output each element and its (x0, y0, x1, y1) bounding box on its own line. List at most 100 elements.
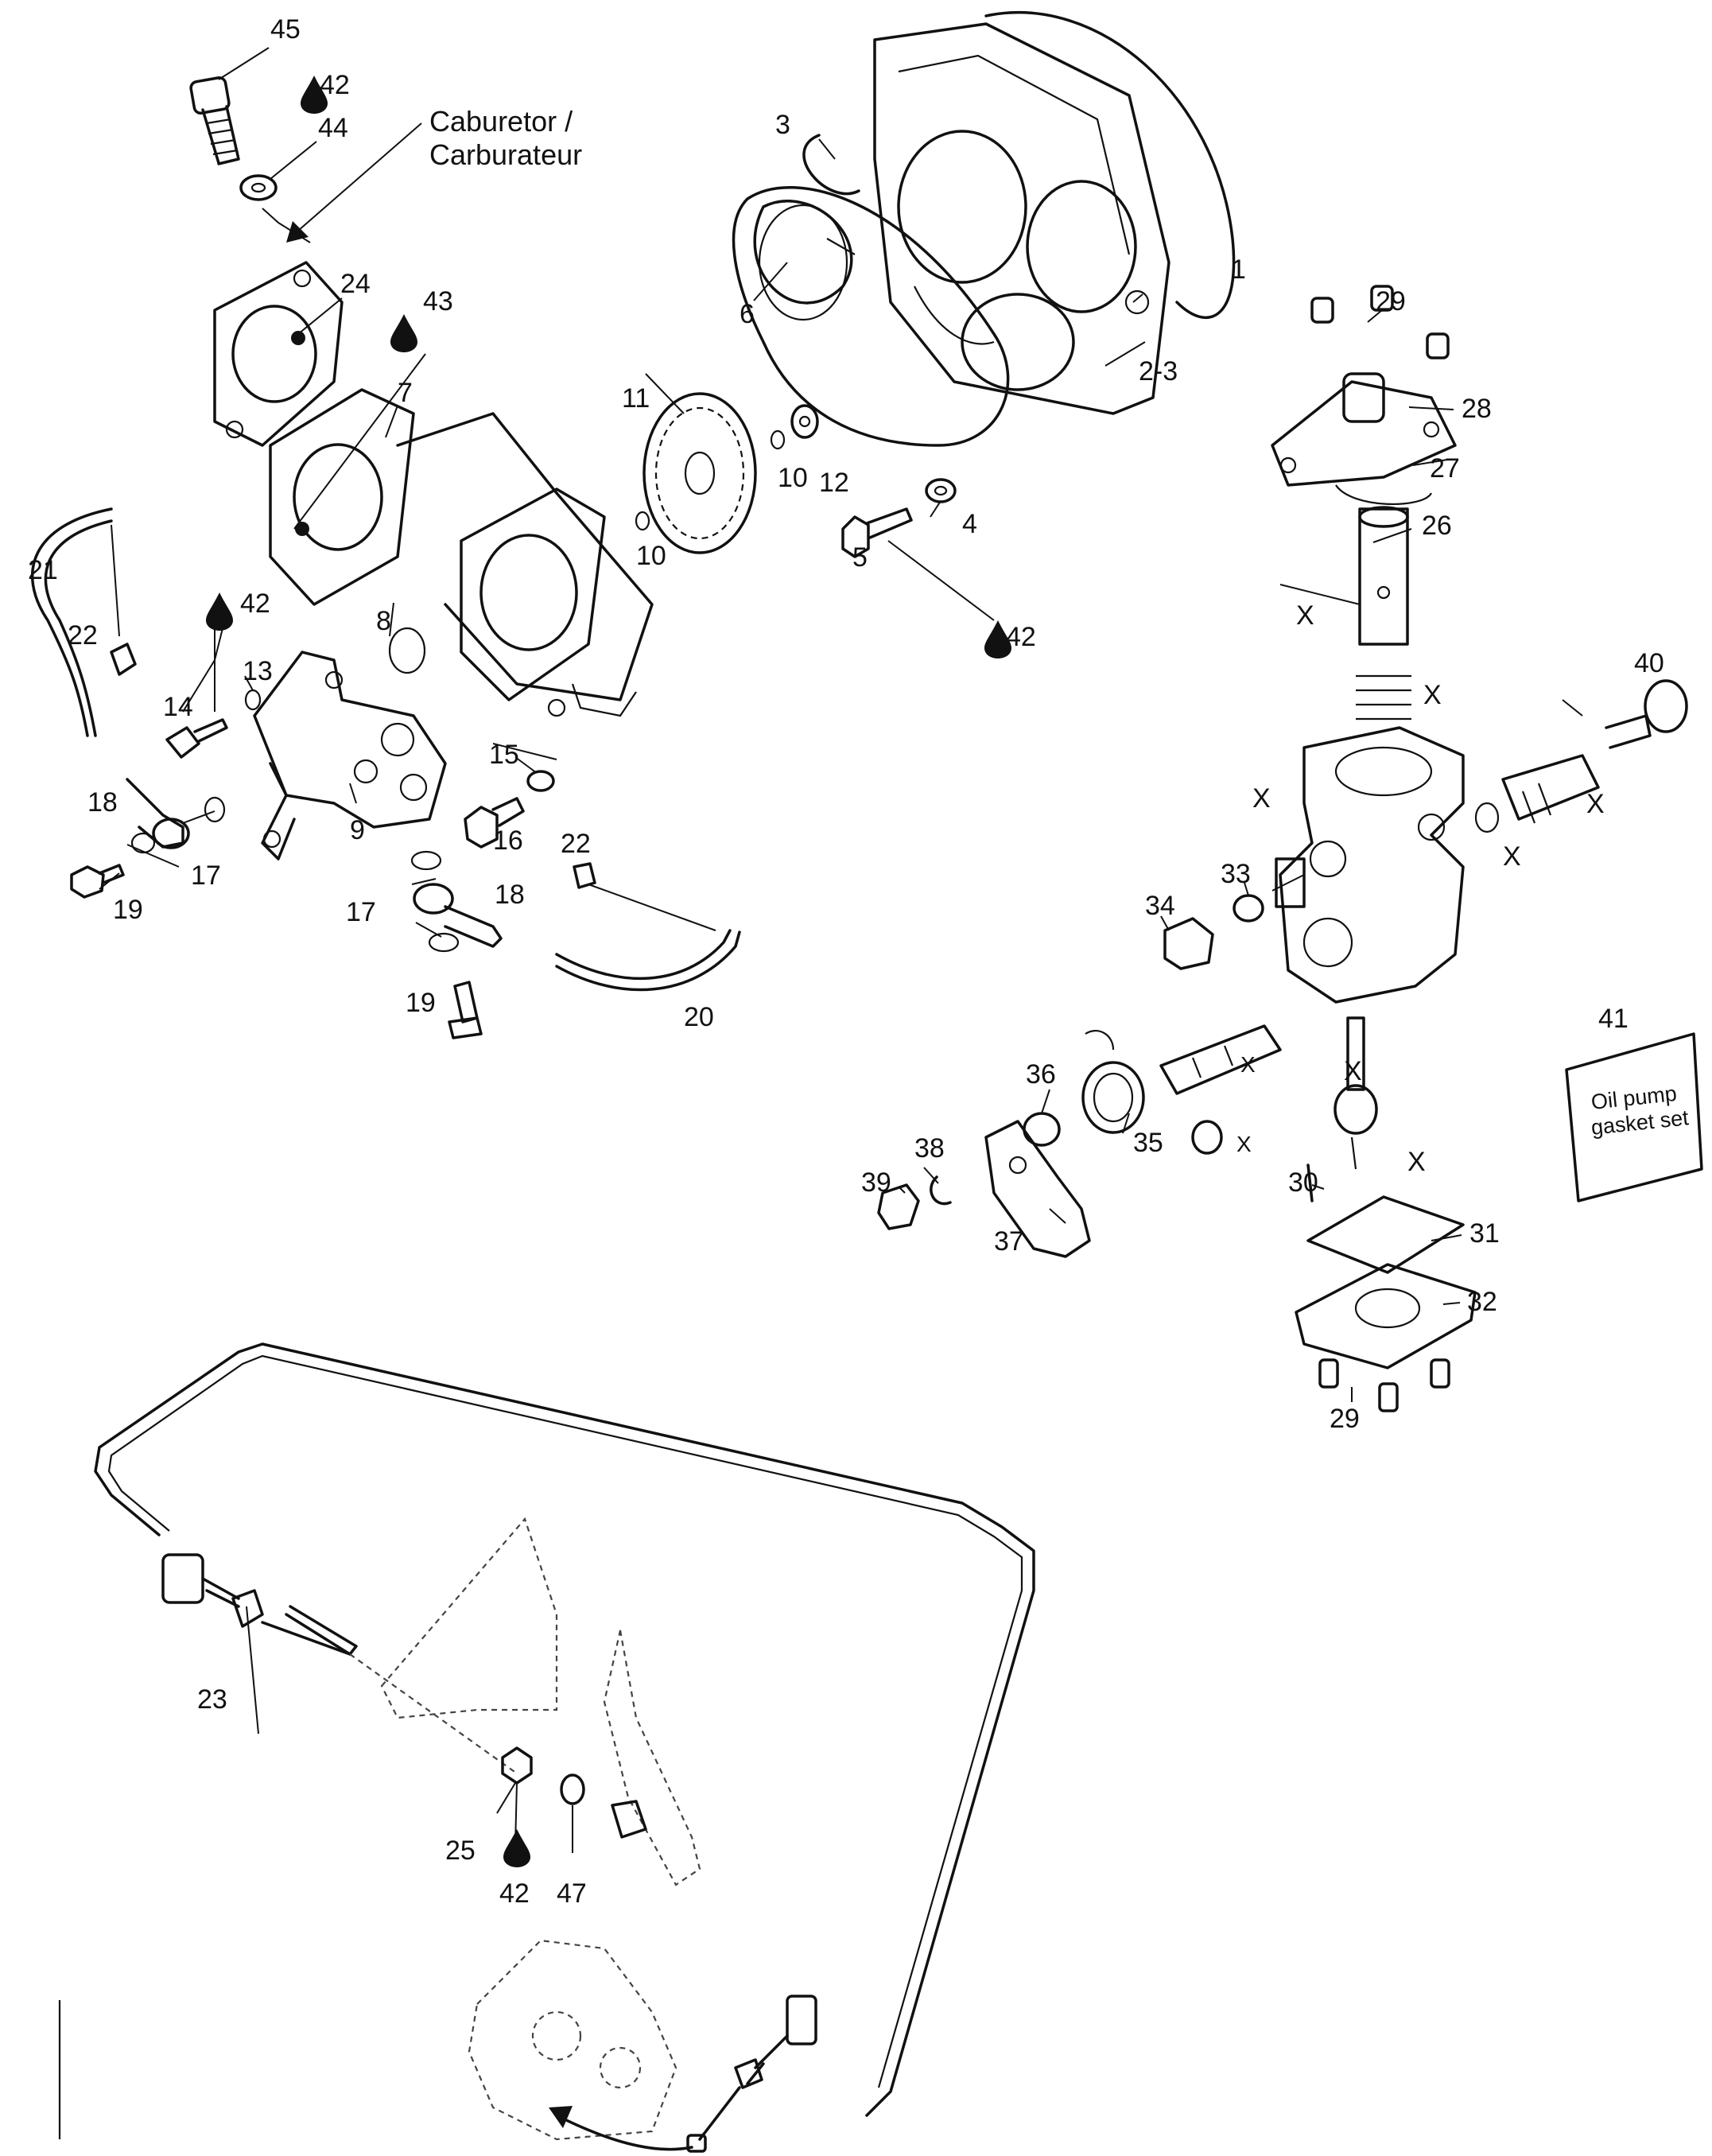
thread-locker-dots (291, 331, 309, 536)
label-4: 4 (962, 509, 977, 539)
label-20: 20 (684, 1002, 714, 1032)
part-3-6-gaskets (732, 134, 1010, 447)
label-9: 9 (350, 815, 365, 845)
throttle-lever-small (611, 1800, 647, 1839)
drive-shaft-gear (1333, 1016, 1378, 1170)
part-44-washer (239, 174, 278, 201)
part-27-o-ring (1335, 484, 1432, 506)
part-12-nut (635, 404, 819, 531)
cable-end (686, 1995, 817, 2153)
label-24: 24 (340, 269, 371, 299)
pump-body (1275, 726, 1465, 1004)
label-40: 40 (1634, 648, 1664, 678)
label-45: 45 (270, 14, 301, 45)
part-19-bolt-middle (448, 981, 483, 1039)
label-35: 35 (1133, 1128, 1163, 1158)
part-21-hose (30, 507, 113, 737)
label-25: 25 (445, 1836, 476, 1866)
part-4-washer (925, 478, 957, 503)
label-30: 30 (1288, 1167, 1318, 1198)
spring (1356, 674, 1411, 721)
part-30-pin (1306, 1163, 1314, 1202)
part-18-banjo-middle (413, 883, 503, 948)
part-18-banjo-left (126, 778, 190, 849)
part-19-bolt-left (70, 864, 125, 899)
label-28: 28 (1462, 394, 1492, 424)
label-27: 27 (1430, 453, 1460, 484)
oil-drop-icons (206, 76, 1011, 1867)
label-14: 14 (163, 692, 193, 722)
part-labels: 45 42 44 Caburetor / Carburateur 3 1 6 2… (28, 14, 1664, 1909)
label-17-middle: 17 (346, 897, 376, 927)
label-34: 34 (1145, 891, 1175, 921)
motion-arrow (549, 2106, 693, 2151)
part-20-hose (555, 929, 741, 992)
label-18-middle: 18 (495, 880, 525, 910)
label-29-top: 29 (1376, 286, 1406, 317)
x-marker-7: X (1344, 1056, 1362, 1086)
part-23-cable (94, 1342, 1035, 2117)
part-45-screw (189, 76, 240, 165)
camshaft (1159, 1024, 1282, 1095)
part-25-nut (501, 1746, 533, 1785)
label-22-top: 22 (68, 620, 98, 651)
label-43: 43 (423, 286, 453, 317)
part-36-washer (1023, 1112, 1061, 1147)
label-11: 11 (622, 383, 650, 414)
carburetor-arrow (286, 122, 422, 243)
part-22-clamp-lower (573, 862, 596, 889)
leader-lines (99, 47, 1583, 1853)
label-37: 37 (994, 1226, 1024, 1257)
label-26: 26 (1422, 511, 1452, 541)
part-17-washers-left (130, 796, 226, 854)
part-11-gear (642, 392, 757, 554)
part-26-shaft (1358, 506, 1409, 646)
x-marker-3: X (1252, 783, 1271, 814)
part-17-washers-middle (410, 850, 460, 953)
oil-drop-icon-1 (301, 76, 328, 114)
part-41-gasket-set-packet[interactable]: Oil pump gasket set (1565, 1032, 1703, 1202)
label-29-bottom: 29 (1330, 1404, 1360, 1434)
part-40-plunger (1501, 679, 1688, 824)
carburetor-label-line1: Caburetor / (429, 105, 573, 138)
dashed-bracket (349, 1517, 701, 1886)
carburetor-label-line2: Carburateur (429, 138, 582, 171)
label-18-left: 18 (87, 787, 118, 818)
part-16-screw (464, 797, 525, 849)
part-35-spring (1081, 1029, 1145, 1134)
part-14-screw (165, 718, 228, 759)
part-47-washer (560, 1773, 585, 1805)
part-32-flange (1295, 1263, 1477, 1369)
part-5-bolt (841, 507, 913, 558)
label-38: 38 (914, 1133, 945, 1163)
label-22-lower: 22 (561, 829, 591, 859)
label-44: 44 (318, 113, 348, 143)
dashed-oil-pump (468, 1939, 677, 2141)
label-36: 36 (1026, 1059, 1056, 1090)
part-34-plug (1163, 917, 1214, 970)
part-9-oil-pump (253, 651, 447, 860)
label-16: 16 (493, 825, 523, 856)
label-3: 3 (775, 110, 790, 140)
part-8-o-ring (388, 627, 426, 674)
label-42-left: 42 (240, 589, 270, 619)
part-1-rotary-valve-cover (873, 10, 1236, 415)
label-47: 47 (557, 1878, 587, 1909)
part-39-nut (877, 1183, 920, 1230)
label-10-left: 10 (636, 541, 666, 571)
label-42-right: 42 (1006, 622, 1036, 652)
x-marker-8: X (1236, 1132, 1252, 1156)
label-21: 21 (28, 555, 58, 585)
x-marker-9: X (1407, 1147, 1426, 1177)
x-marker-4: X (1586, 789, 1605, 819)
label-23: 23 (197, 1684, 227, 1715)
part-15-washer (526, 770, 555, 792)
o-ring-small (1474, 802, 1500, 833)
label-7: 7 (398, 378, 413, 408)
x-marker-5: X (1503, 841, 1521, 872)
label-41: 41 (1598, 1004, 1629, 1034)
label-32: 32 (1467, 1287, 1497, 1317)
label-12: 12 (819, 468, 849, 498)
x-marker-2: X (1423, 680, 1442, 710)
